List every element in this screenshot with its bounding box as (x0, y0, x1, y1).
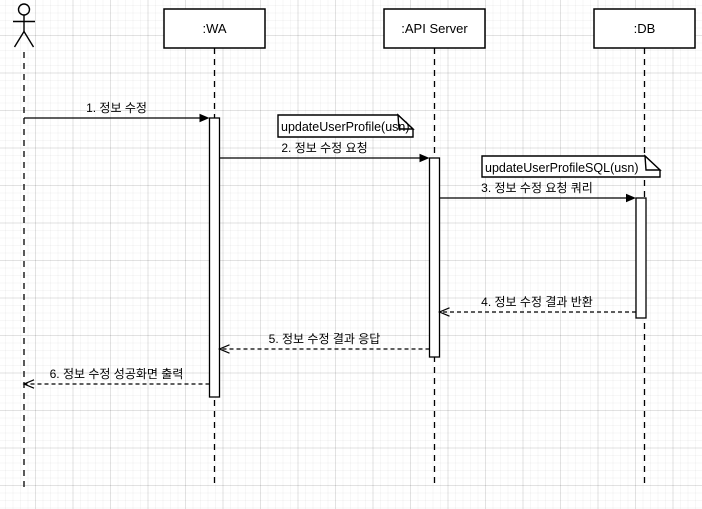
lifeline-label-wa: :WA (202, 21, 226, 36)
note-update-user-profile[interactable]: updateUserProfile(usn) (277, 113, 415, 138)
note-update-user-profile-sql[interactable]: updateUserProfileSQL(usn) (481, 154, 662, 178)
arrowhead-open-icon (437, 307, 450, 317)
lifeline-head-api-server[interactable]: :API Server (383, 8, 486, 49)
message-3[interactable]: 3. 정보 수정 요청 쿼리 (439, 181, 637, 203)
arrowhead-open-icon (217, 344, 230, 354)
actor-icon[interactable] (13, 3, 35, 48)
lifeline-head-box (163, 8, 266, 49)
activation-bar-wa[interactable] (208, 117, 221, 398)
activation-bar-db[interactable] (635, 197, 647, 319)
activation-bar-api-server[interactable] (428, 157, 441, 358)
actor-leg-left (13, 31, 25, 48)
message-label: 2. 정보 수정 요청 (281, 141, 367, 155)
message-5[interactable]: 5. 정보 수정 결과 응답 (217, 332, 430, 354)
message-4[interactable]: 4. 정보 수정 결과 반환 (437, 295, 637, 317)
message-label: 4. 정보 수정 결과 반환 (481, 295, 593, 309)
lifeline-label-api-server: :API Server (401, 21, 468, 36)
message-label: 1. 정보 수정 (86, 101, 147, 115)
lifeline-head-wa[interactable]: :WA (163, 8, 266, 49)
note-shape (481, 155, 661, 178)
message-label: 3. 정보 수정 요청 쿼리 (481, 181, 593, 195)
message-2[interactable]: 2. 정보 수정 요청 (219, 141, 430, 163)
arrowhead-solid-icon (626, 193, 636, 203)
message-6[interactable]: 6. 정보 수정 성공화면 출력 (22, 367, 210, 389)
actor-leg-right (23, 31, 35, 48)
arrowhead-open-icon (22, 379, 35, 389)
actor-head (17, 3, 31, 16)
lifeline-head-db[interactable]: :DB (593, 8, 696, 49)
lifeline-head-box (383, 8, 486, 49)
note-shape (277, 114, 414, 138)
note-text: updateUserProfileSQL(usn) (485, 161, 639, 175)
message-1[interactable]: 1. 정보 수정 (24, 101, 210, 123)
note-text: updateUserProfile(usn) (281, 120, 410, 134)
arrowhead-solid-icon (199, 113, 210, 123)
arrowhead-solid-icon (419, 153, 430, 163)
note-fold-icon (644, 154, 662, 171)
note-fold-icon (397, 113, 415, 130)
lifeline-head-box (593, 8, 696, 49)
message-label: 6. 정보 수정 성공화면 출력 (50, 367, 184, 381)
message-label: 5. 정보 수정 결과 응답 (269, 332, 381, 346)
lifeline-label-db: :DB (634, 21, 656, 36)
